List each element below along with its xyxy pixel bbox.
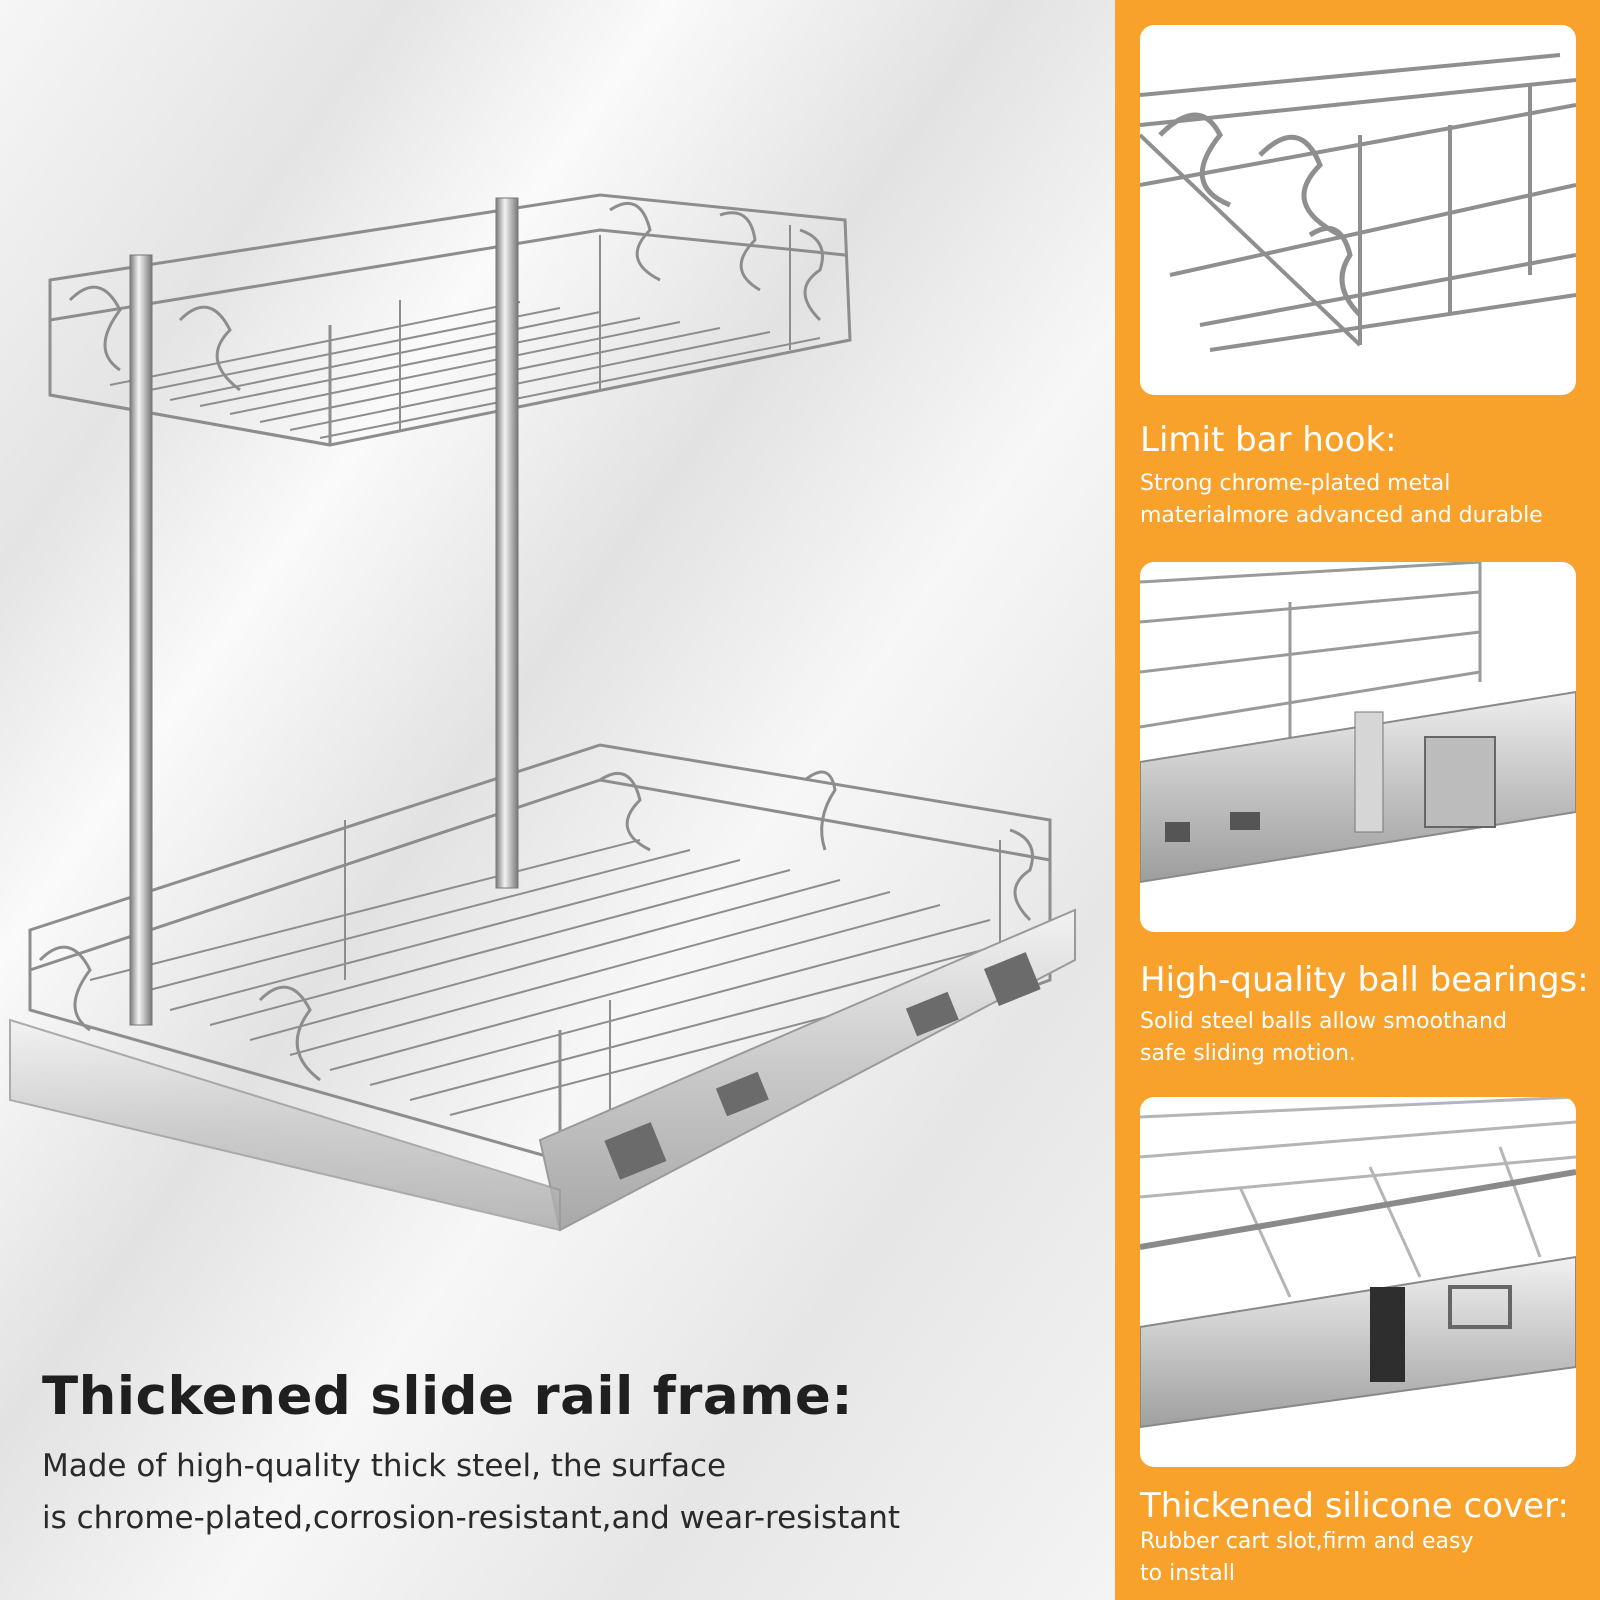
feature-description-line: materialmore advanced and durable xyxy=(1140,503,1543,528)
main-description-line: is chrome-plated,corrosion-resistant,and… xyxy=(42,1500,901,1536)
main-feature-description: Made of high-quality thick steel, the su… xyxy=(42,1440,900,1544)
feature-description-limit-bar-hook: Strong chrome-plated metal materialmore … xyxy=(1140,468,1590,532)
feature-description-line: Rubber cart slot,firm and easy xyxy=(1140,1529,1474,1554)
product-panel: Thickened slide rail frame: Made of high… xyxy=(0,0,1115,1600)
main-description-line: Made of high-quality thick steel, the su… xyxy=(42,1448,727,1484)
feature-description-line: to install xyxy=(1140,1561,1235,1586)
feature-title-limit-bar-hook: Limit bar hook: xyxy=(1140,420,1397,460)
two-tier-pull-out-organizer-image xyxy=(9,193,1076,1232)
limit-bar-hook-image xyxy=(1140,25,1576,395)
silicone-cover-rail-closeup-graphic xyxy=(1140,1097,1576,1429)
limit-bar-hook-closeup-graphic xyxy=(1140,53,1576,352)
feature-description-line: Strong chrome-plated metal xyxy=(1140,471,1451,496)
feature-description-silicone-cover: Rubber cart slot,firm and easy to instal… xyxy=(1140,1526,1590,1590)
feature-title-silicone-cover: Thickened silicone cover: xyxy=(1140,1486,1569,1526)
ball-bearing-rail-closeup-graphic xyxy=(1140,562,1576,884)
silicone-cover-image xyxy=(1140,1097,1576,1467)
feature-description-line: Solid steel balls allow smoothand xyxy=(1140,1009,1507,1034)
feature-description-ball-bearings: Solid steel balls allow smoothand safe s… xyxy=(1140,1006,1590,1070)
ball-bearing-image xyxy=(1140,562,1576,932)
main-feature-title: Thickened slide rail frame: xyxy=(42,1366,854,1427)
feature-title-ball-bearings: High-quality ball bearings: xyxy=(1140,960,1589,1000)
feature-description-line: safe sliding motion. xyxy=(1140,1041,1356,1066)
